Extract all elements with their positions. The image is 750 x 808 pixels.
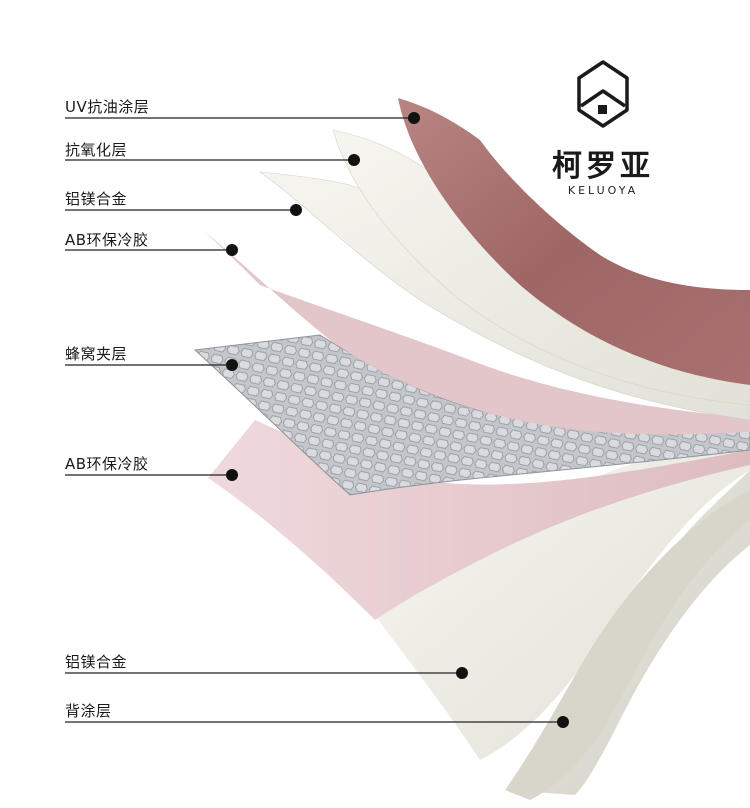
leader-dot-back-coating	[557, 716, 569, 728]
label-ab-glue-1: AB环保冷胶	[65, 229, 149, 250]
house-icon	[579, 62, 627, 126]
label-antioxidation: 抗氧化层	[65, 139, 127, 160]
label-alloy-1: 铝镁合金	[65, 188, 127, 209]
label-uv-coating: UV抗油涂层	[65, 96, 149, 117]
brand-name-en: KELUOYA	[548, 184, 658, 198]
brand-name-cn: 柯罗亚	[548, 150, 658, 184]
label-ab-glue-2: AB环保冷胶	[65, 453, 149, 474]
label-honeycomb: 蜂窝夹层	[65, 343, 127, 364]
label-alloy-2: 铝镁合金	[65, 651, 127, 672]
leader-dot-alloy-2	[456, 667, 468, 679]
brand-logo: 柯罗亚 KELUOYA	[548, 150, 658, 198]
leader-dot-honeycomb	[226, 359, 238, 371]
leader-dot-alloy-1	[290, 204, 302, 216]
leader-dot-ab-glue-2	[226, 469, 238, 481]
leader-dot-ab-glue-1	[226, 244, 238, 256]
leader-dot-uv	[408, 112, 420, 124]
leader-dot-antioxidation	[348, 154, 360, 166]
label-back-coating: 背涂层	[65, 700, 112, 721]
